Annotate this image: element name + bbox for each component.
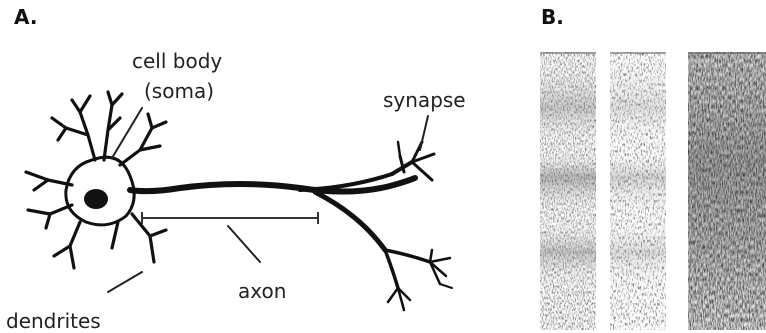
dendrite-branches <box>26 92 166 268</box>
label-dendrites: dendrites <box>6 309 101 333</box>
panel-a: A. <box>6 5 466 333</box>
axon-length-bar <box>142 212 318 224</box>
leader-dendrites <box>108 272 142 292</box>
cortex-stain-column-1 <box>540 52 596 330</box>
cortex-stain-column-3 <box>688 52 766 330</box>
label-cell-body: cell body <box>132 49 222 73</box>
neuron-drawing <box>26 92 452 310</box>
leader-lines <box>108 108 428 292</box>
label-synapse: synapse <box>383 88 466 112</box>
lower-axon-branch <box>315 192 452 310</box>
panel-b: B. <box>540 5 766 330</box>
panel-b-label: B. <box>541 5 564 29</box>
leader-axon <box>228 226 260 262</box>
leader-synapse <box>420 116 428 150</box>
label-soma: (soma) <box>144 79 214 103</box>
nucleus <box>84 189 108 209</box>
panel-a-label: A. <box>14 5 37 29</box>
upper-axon-branch <box>300 142 434 190</box>
cortex-stain-column-2 <box>610 52 666 330</box>
label-axon: axon <box>238 279 286 303</box>
